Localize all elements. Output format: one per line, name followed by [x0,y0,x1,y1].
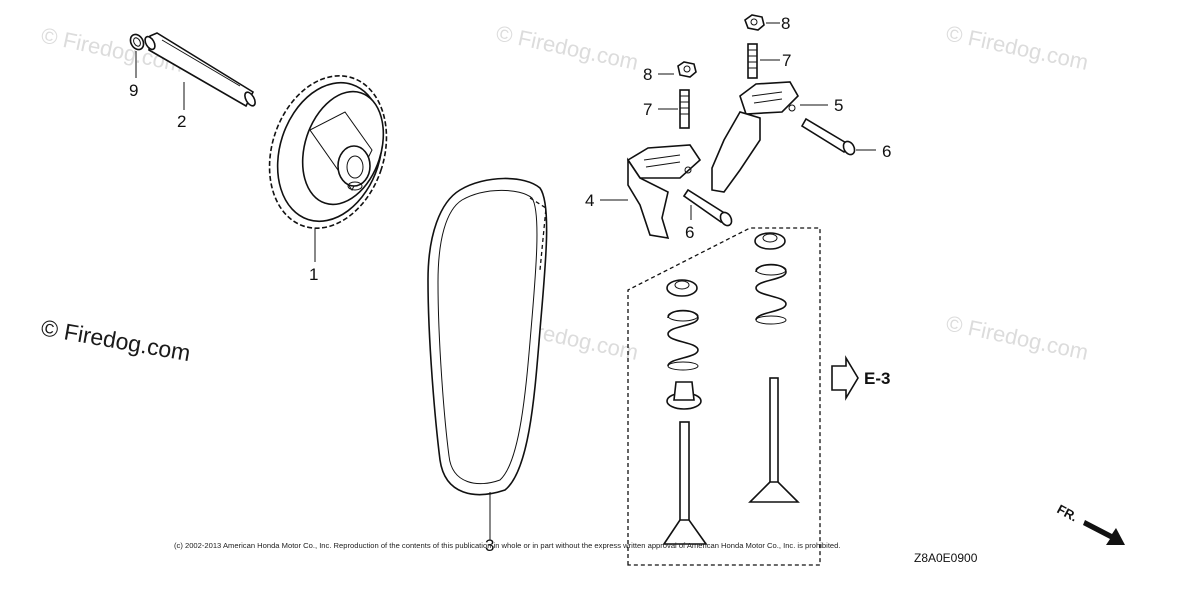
valve-stem-seal-part [666,381,702,410]
adjusting-screw-part [679,89,690,129]
exhaust-valve-part [748,377,800,503]
pivot-bolt-part [800,117,856,156]
callout-4: 4 [585,191,594,210]
watermark: © Firedog.com [944,310,1091,365]
watermark: © Firedog.com [944,20,1091,75]
pivot-bolt-part [682,188,733,227]
callout-7: 7 [782,51,791,70]
pulley-shaft-part [144,32,256,108]
nut-part [744,14,765,31]
callout-6: 6 [882,142,891,161]
valve-spring-retainer-part [666,279,698,297]
reference-label: E-3 [864,369,890,388]
camshaft-pulley-part [268,75,388,229]
timing-belt-part [427,177,548,496]
washer-part [129,33,145,51]
direction-label: FR. [1055,501,1081,524]
callout-6: 6 [685,223,694,242]
callout-9: 9 [129,81,138,100]
callout-2: 2 [177,112,186,131]
intake-valve-part [662,421,708,545]
watermark: © Firedog.com [494,20,641,75]
callout-3: 3 [485,536,494,555]
callout-8: 8 [781,14,790,33]
adjusting-screw-part [747,43,758,79]
rocker-arm-part [711,81,799,193]
valve-assembly-group [627,227,821,566]
valve-spring-retainer-part [754,232,786,250]
callout-7: 7 [643,100,652,119]
callout-1: 1 [309,265,318,284]
callout-5: 5 [834,96,843,115]
rocker-arm-part [626,144,702,240]
valve-spring-part [667,309,699,371]
reference-arrow-icon [831,355,859,401]
watermark-large: © Firedog.com [39,314,192,366]
nut-part [677,61,697,78]
valve-spring-part [755,263,787,325]
direction-arrow-icon [1083,520,1125,545]
callout-8: 8 [643,65,652,84]
copyright-notice: (c) 2002-2013 American Honda Motor Co., … [174,541,841,550]
diagram-code: Z8A0E0900 [914,551,978,565]
